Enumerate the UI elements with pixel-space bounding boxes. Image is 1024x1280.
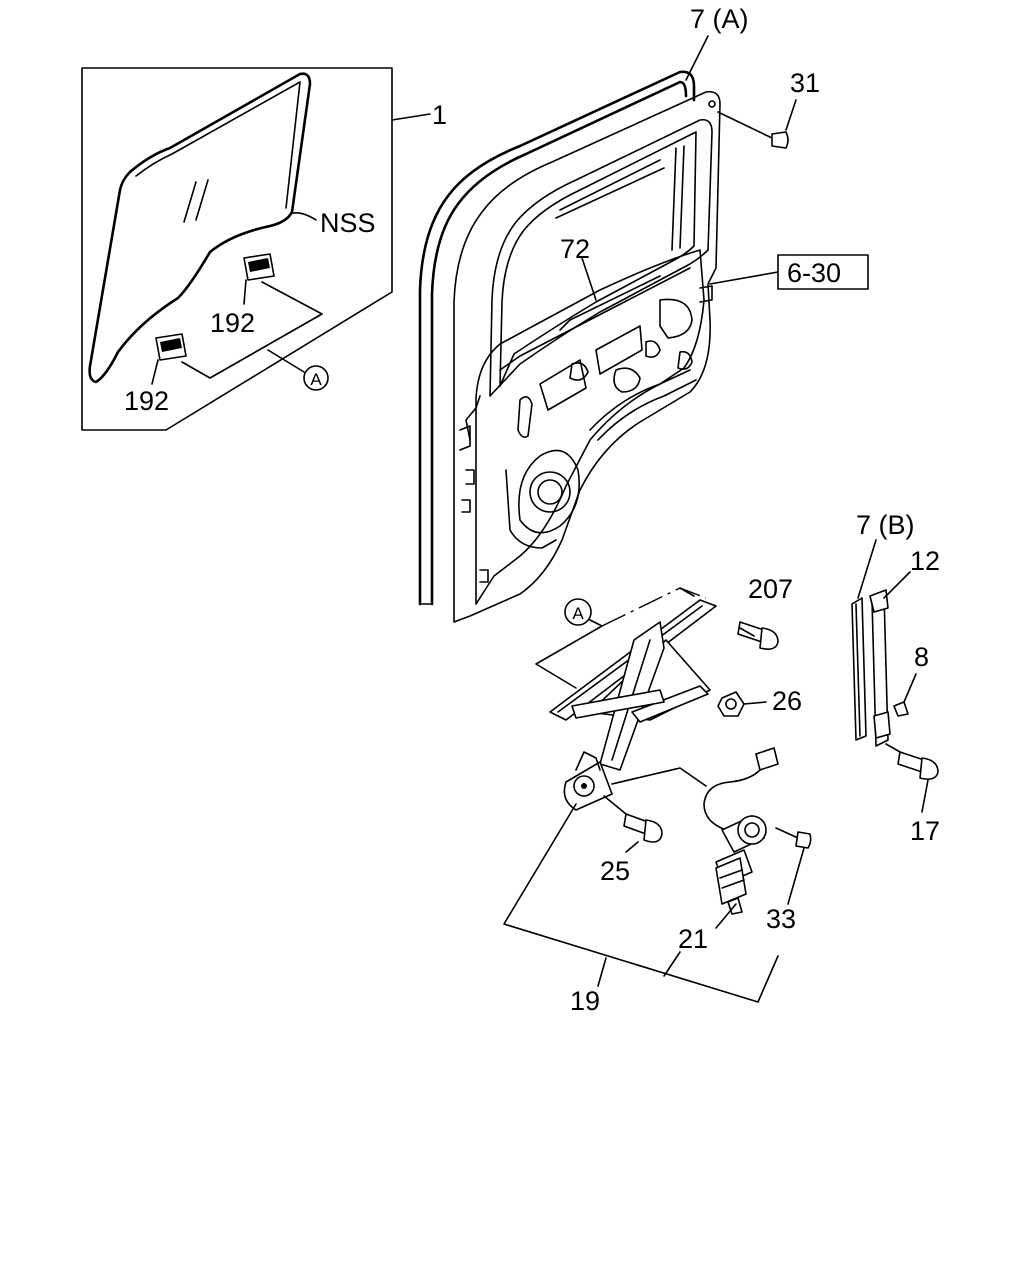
callout-33: 33 xyxy=(766,904,796,934)
reference-circle-a-regulator xyxy=(564,598,592,626)
screw-31 xyxy=(717,99,797,149)
callout-17: 17 xyxy=(910,816,940,846)
nut-26 xyxy=(717,691,767,717)
circle-a-label-2: A xyxy=(572,604,584,623)
bolt-17 xyxy=(885,743,939,813)
callout-6-30: 6-30 xyxy=(787,258,841,288)
callout-192-lower: 192 xyxy=(124,386,169,416)
callout-31: 31 xyxy=(790,68,820,98)
door-weatherstrip xyxy=(418,35,709,606)
callout-192-upper: 192 xyxy=(210,308,255,338)
callout-1: 1 xyxy=(432,100,447,130)
callout-25: 25 xyxy=(600,856,630,886)
bolt-8 xyxy=(893,673,917,717)
glass-assembly-box xyxy=(81,67,431,431)
glass-channel-7b xyxy=(851,539,877,741)
bolt-25 xyxy=(603,795,663,853)
callout-72: 72 xyxy=(560,234,590,264)
callout-19: 19 xyxy=(570,986,600,1016)
callout-26: 26 xyxy=(772,686,802,716)
screw-33 xyxy=(775,827,812,905)
rear-run-channel-12 xyxy=(869,571,911,747)
callout-12: 12 xyxy=(910,546,940,576)
callout-8: 8 xyxy=(914,642,929,672)
assembly-bracket-19 xyxy=(503,803,779,1003)
door-inner-panel xyxy=(453,90,779,623)
window-regulator xyxy=(535,587,717,811)
regulator-motor-21 xyxy=(703,747,779,929)
bolt-207 xyxy=(737,621,779,650)
callout-labels: 1 NSS 192 192 A 7 (A) 31 72 6-30 A 207 2… xyxy=(124,4,940,1016)
callout-nss: NSS xyxy=(320,208,376,238)
glass-clip-lower xyxy=(151,333,187,385)
glass-clip-upper xyxy=(243,253,275,305)
callout-207: 207 xyxy=(748,574,793,604)
callout-7a: 7 (A) xyxy=(690,4,749,34)
circle-a-label-1: A xyxy=(310,370,322,389)
callout-21: 21 xyxy=(678,924,708,954)
callout-7b: 7 (B) xyxy=(856,510,915,540)
reference-circle-a xyxy=(303,365,329,391)
reference-box-6-30 xyxy=(777,254,869,290)
